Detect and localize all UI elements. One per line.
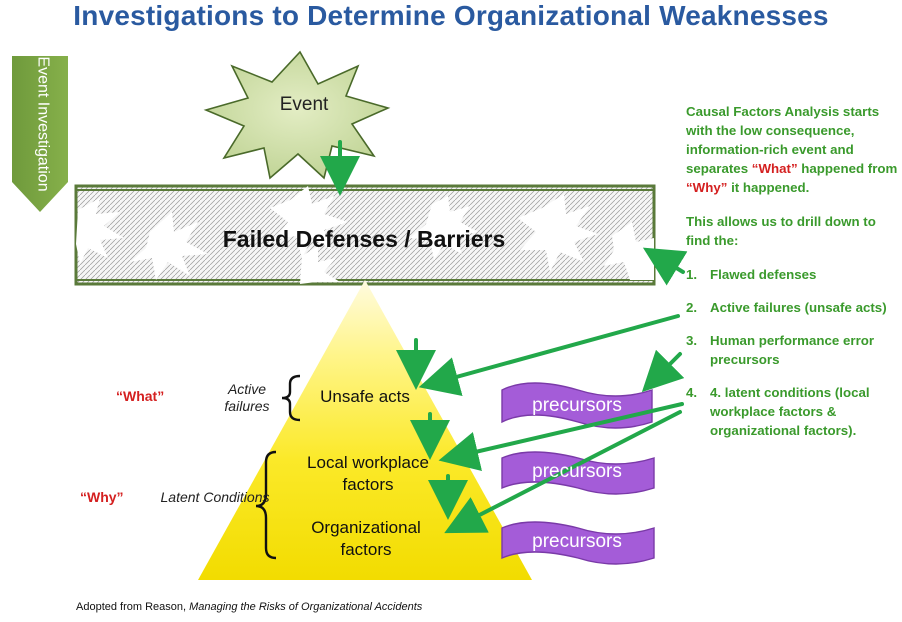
page-title: Investigations to Determine Organization… <box>73 0 829 31</box>
tier-local-factors: Local workplace factors <box>307 453 429 494</box>
arrow-to-precursors <box>641 349 685 393</box>
arrow-to-local-factors <box>438 402 684 471</box>
barrier-band <box>74 184 656 286</box>
tier-unsafe-acts: Unsafe acts <box>320 387 410 406</box>
precursor-banner <box>501 382 653 429</box>
barrier-hole <box>76 198 124 264</box>
barrier-hole <box>604 222 654 280</box>
event-label: Event <box>279 94 329 115</box>
bracket-active <box>281 374 301 422</box>
precursor-banner <box>501 521 655 565</box>
active-failures-label: Active failures <box>224 381 270 414</box>
barrier-label: Failed Defenses / Barriers <box>222 226 506 252</box>
barrier-hole <box>130 212 208 280</box>
why-label: “Why” <box>80 489 124 505</box>
intro-paragraph: Causal Factors Analysis starts with the … <box>686 104 898 195</box>
precursor-label: precursors <box>532 461 622 482</box>
findings-list: 1.Flawed defenses 2.Active failures (uns… <box>686 265 898 440</box>
barrier-hole <box>300 246 340 284</box>
latent-conditions-label: Latent Conditions <box>160 489 270 505</box>
side-chevron-banner <box>12 56 68 212</box>
barrier-hole <box>410 196 478 260</box>
side-label: Event Investigation <box>35 56 53 192</box>
barrier-hole <box>518 194 598 272</box>
list-item: 3.Human performance error precursors <box>686 333 875 367</box>
drill-paragraph: This allows us to drill down to find the… <box>686 214 876 248</box>
list-item: 4.4. latent conditions (local workplace … <box>686 385 870 438</box>
tier-org-factors: Organizational factors <box>311 518 421 559</box>
arrow-to-unsafe-acts <box>418 314 680 396</box>
source-footnote: Adopted from Reason, Managing the Risks … <box>76 601 423 613</box>
right-explanation-panel: Causal Factors Analysis starts with the … <box>686 102 898 454</box>
what-label: “What” <box>116 388 165 404</box>
list-item: 1.Flawed defenses <box>686 267 817 282</box>
list-item: 2.Active failures (unsafe acts) <box>686 300 887 315</box>
bracket-latent <box>255 450 277 560</box>
arrow-to-org-factors <box>444 410 682 534</box>
precursor-label: precursors <box>532 531 622 552</box>
event-starburst <box>203 50 391 180</box>
arrow-to-barrier <box>642 247 688 286</box>
precursor-label: precursors <box>532 395 622 416</box>
barrier-hole <box>270 186 348 258</box>
